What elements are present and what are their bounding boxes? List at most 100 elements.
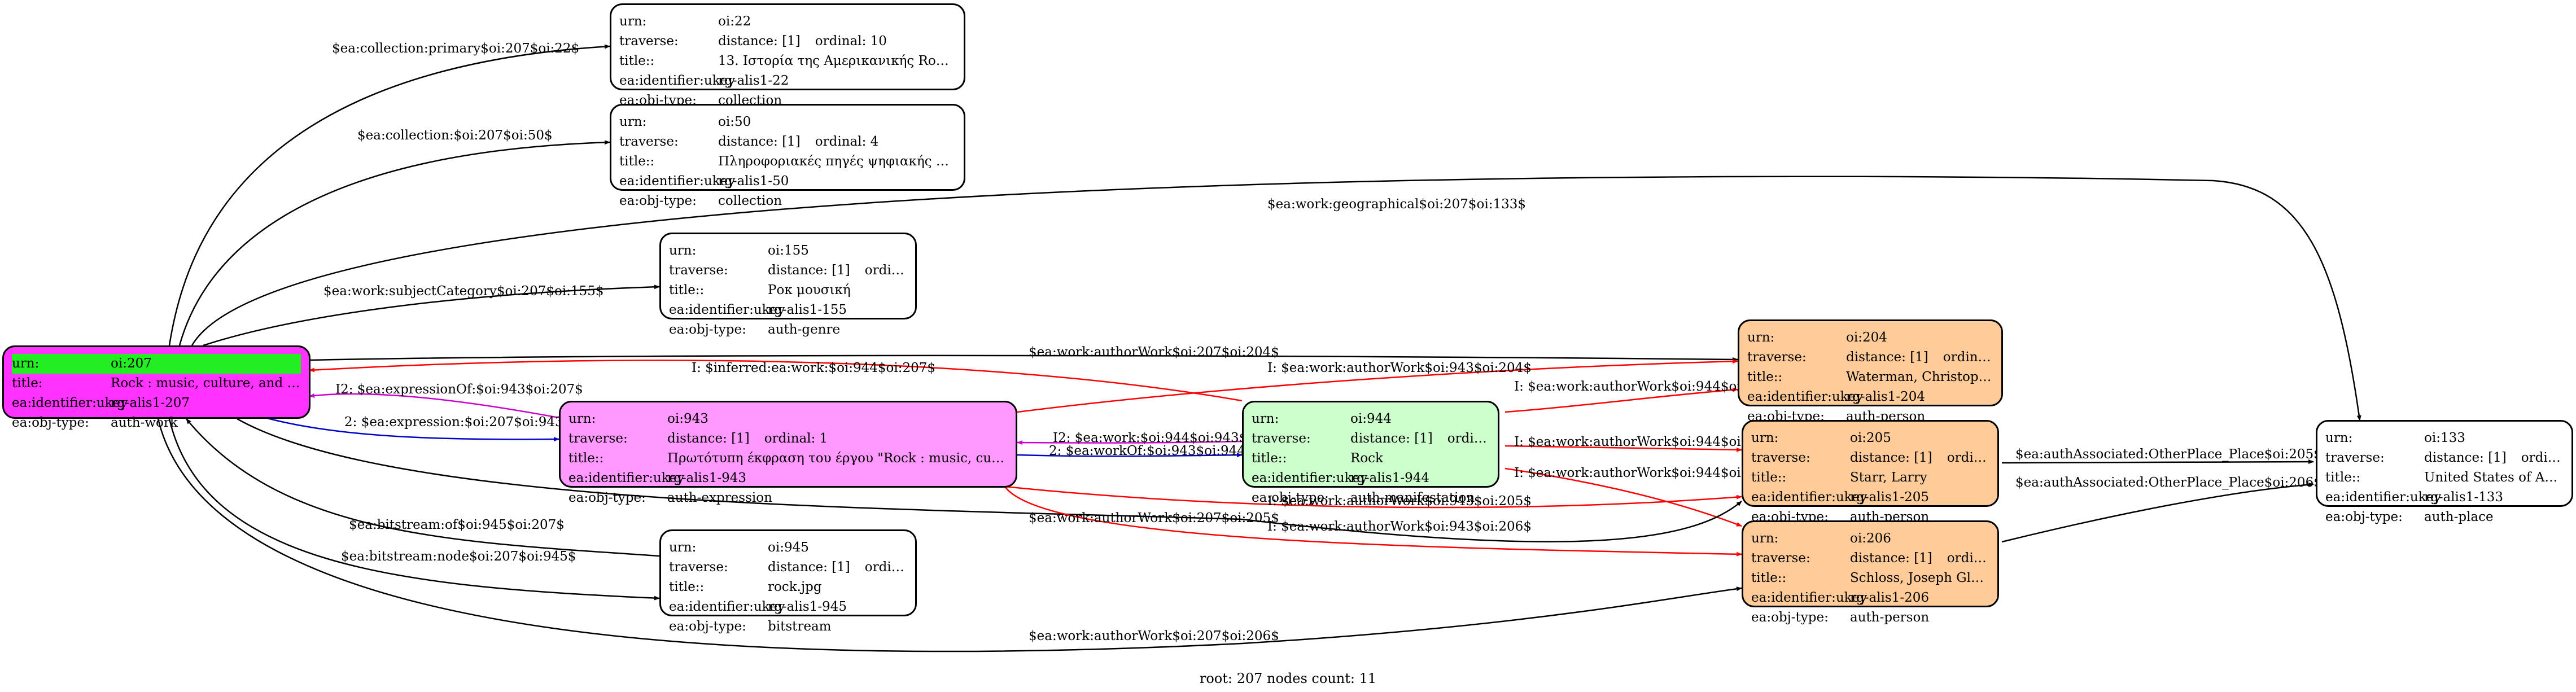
field-key: title:: <box>619 154 655 169</box>
node-oi-206[interactable]: urn:oi:206 traverse:distance: [1]ordinal… <box>1742 520 1999 625</box>
field-key: ea:obj-type: <box>669 322 746 337</box>
field-value: distance: [1] <box>1850 450 1932 465</box>
edge-label: $ea:collection:primary$oi:207$oi:22$ <box>332 41 579 56</box>
edge-label: $ea:collection:$oi:207$oi:50$ <box>357 128 553 143</box>
field-key: title:: <box>1747 370 1783 384</box>
edge-author-work-207-204 <box>308 354 1738 362</box>
ordinal-value: ordinal: 4 <box>815 134 879 149</box>
field-key: ea:identifier:ukey <box>2325 490 2442 505</box>
ordinal-value: ordinal: 5 <box>1947 551 1989 566</box>
field-key: ea:identifier:ukey <box>669 303 785 317</box>
edge-collection-primary <box>168 44 610 346</box>
field-key: traverse: <box>669 560 728 575</box>
field-value: auth-place <box>2424 510 2494 524</box>
edge-label: I: $inferred:ea:work:$oi:944$oi:207$ <box>692 361 935 375</box>
edge-label: I2: $ea:expressionOf:$oi:943$oi:207$ <box>335 382 583 397</box>
field-key: title:: <box>1751 470 1787 485</box>
field-key: urn: <box>12 356 40 371</box>
ordinal-value: ordinal: 3 <box>864 560 907 575</box>
field-key: urn: <box>1252 411 1279 426</box>
field-key: urn: <box>1747 330 1775 345</box>
field-key: urn: <box>568 411 596 426</box>
field-value: distance: [1] <box>1350 431 1433 446</box>
node-oi-943[interactable]: urn:oi:943 traverse:distance: [1]ordinal… <box>559 401 1017 505</box>
node-oi-22[interactable]: urn:oi:22 traverse:distance: [1]ordinal:… <box>610 3 965 108</box>
field-value: Πληροφοριακές πηγές ψηφιακής βιβλιοθήκης <box>718 154 956 169</box>
field-value: Starr, Larry <box>1850 470 1927 485</box>
node-oi-133[interactable]: urn:oi:133 traverse:distance: [1]ordinal… <box>2316 420 2573 524</box>
field-key: traverse: <box>619 34 679 49</box>
node-oi-204[interactable]: urn:oi:204 traverse:distance: [1]ordinal… <box>1738 319 2003 424</box>
edge-label: I: $ea:work:authorWork$oi:944$oi:204$ <box>1514 379 1778 394</box>
field-value: rg-alis1-205 <box>1850 490 1930 505</box>
field-key: ea:obj-type: <box>619 194 697 208</box>
field-key: ea:identifier:ukey <box>619 73 736 88</box>
field-key: urn: <box>619 115 647 129</box>
edge-label: $ea:work:authorWork$oi:207$oi:204$ <box>1029 345 1279 360</box>
edge-label: I: $ea:work:authorWork$oi:943$oi:205$ <box>1267 494 1532 509</box>
field-value: Schloss, Joseph Glenn <box>1850 571 1989 585</box>
field-value: distance: [1] <box>1846 350 1928 365</box>
node-oi-155[interactable]: urn:oi:155 traverse:distance: [1]ordinal… <box>659 233 917 337</box>
field-key: ea:identifier:ukey <box>669 599 785 614</box>
field-value: distance: [1] <box>667 431 750 446</box>
edge-work-of-943-944 <box>1017 453 1243 458</box>
edge-label: $ea:work:authorWork$oi:207$oi:205$ <box>1029 511 1279 525</box>
field-key: urn: <box>619 14 647 29</box>
field-value: 13. Ιστορία της Αμερικανικής Rock μουσικ… <box>718 54 956 68</box>
field-key: title:: <box>669 283 705 297</box>
edge-label: $ea:authAssociated:OtherPlace_Place$oi:2… <box>2015 475 2371 490</box>
field-value: bitstream <box>768 619 832 634</box>
field-value: oi:204 <box>1846 330 1887 345</box>
field-key: urn: <box>669 540 697 555</box>
node-oi-207[interactable]: urn:oi:207 title:Rock : music, culture, … <box>2 345 310 430</box>
node-oi-944[interactable]: urn:oi:944 traverse:distance: [1]ordinal… <box>1242 401 1499 505</box>
field-value: rg-alis1-204 <box>1846 389 1926 404</box>
edge-expression <box>265 417 559 442</box>
edge-work-944-943 <box>1017 440 1243 445</box>
node-oi-50[interactable]: urn: oi:50 traverse: distance: [1] ordinal:… <box>610 104 965 208</box>
field-value: oi:944 <box>1350 411 1392 426</box>
ordinal-value: ordinal: 10 <box>815 34 887 49</box>
edge-geographical <box>191 176 2361 421</box>
edge-label: $ea:work:authorWork$oi:207$oi:206$ <box>1029 629 1279 643</box>
field-value: distance: [1] <box>718 134 801 149</box>
edge-expression-of <box>309 393 559 419</box>
edge-auth-associated-205-133 <box>2001 459 2314 465</box>
field-key: urn: <box>1751 531 1779 546</box>
field-value: rg-alis1-943 <box>667 471 747 485</box>
field-key: title:: <box>1751 571 1787 585</box>
edge-label: $ea:work:subjectCategory$oi:207$oi:155$ <box>323 284 603 299</box>
field-key: traverse: <box>568 431 628 446</box>
field-key: ea:identifier:ukey <box>1252 471 1368 485</box>
field-value: oi:207 <box>111 356 152 371</box>
field-value: rg-alis1-22 <box>718 73 789 88</box>
edge-author-work-944-206 <box>1505 467 1742 527</box>
edge-author-work-943-206 <box>1004 486 1742 557</box>
ordinal-value: ordinal: 7 <box>1943 350 1993 365</box>
field-key: ea:obj-type: <box>1751 610 1829 625</box>
field-value: rg-alis1-133 <box>2424 490 2504 505</box>
edge-label: $ea:bitstream:node$oi:207$oi:945$ <box>341 549 576 564</box>
edge-subject-category <box>203 284 660 347</box>
field-value: Ροκ μουσική <box>768 283 851 297</box>
edge-author-work-207-206 <box>157 418 1742 652</box>
field-value: rock.jpg <box>768 580 822 594</box>
field-value: oi:155 <box>768 243 809 258</box>
field-key: ea:identifier:ukey <box>568 471 685 485</box>
field-key: ea:obj-type: <box>2325 510 2403 524</box>
field-key: traverse: <box>619 134 679 149</box>
field-value: distance: [1] <box>2424 450 2507 465</box>
node-oi-945[interactable]: urn:oi:945 traverse:distance: [1]ordinal… <box>659 529 917 634</box>
field-key: ea:obj-type: <box>1252 490 1329 505</box>
node-oi-205[interactable]: urn:oi:205 traverse:distance: [1]ordinal… <box>1742 420 1999 524</box>
ordinal-value: ordinal: 2 <box>1447 431 1490 446</box>
field-value: United States of America <box>2424 470 2564 485</box>
edge-author-work-943-204 <box>1017 359 1738 413</box>
edge-label: $ea:work:geographical$oi:207$oi:133$ <box>1267 197 1526 212</box>
field-value: oi:50 <box>718 115 751 129</box>
field-value: Πρωτότυπη έκφραση του έργου "Rock : musi… <box>667 451 1008 466</box>
field-key: traverse: <box>669 263 728 278</box>
field-key: traverse: <box>1751 551 1810 566</box>
